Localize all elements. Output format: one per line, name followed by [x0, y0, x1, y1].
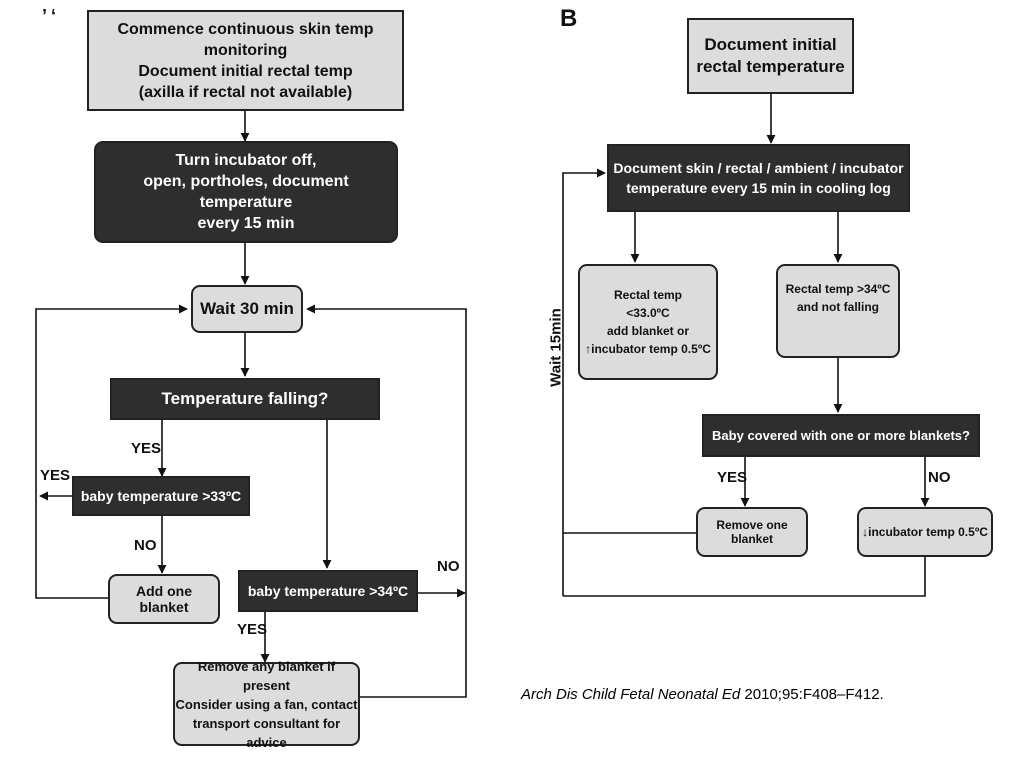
no-label-b: NO [928, 469, 951, 486]
temperature-falling-box: Temperature falling? [110, 378, 380, 420]
baby-temp-34-box: baby temperature >34ºC [238, 570, 418, 612]
baby33-label: baby temperature >33ºC [80, 488, 242, 504]
journal-citation: Arch Dis Child Fetal Neonatal Ed 2010;95… [521, 686, 884, 703]
baby-covered-box: Baby covered with one or more blankets? [702, 414, 980, 457]
panel-b-letter: B [560, 5, 578, 32]
commence-line-2: Document initial rectal temp [138, 62, 353, 80]
wait-30-min-box: Wait 30 min [191, 285, 303, 333]
wait-30-label: Wait 30 min [200, 299, 294, 318]
docinitial-line-1: Document initial [704, 35, 837, 54]
rectal-temp-high-box: Rectal temp >34ºC and not falling [776, 264, 900, 358]
incubator-line-2: open, portholes, document temperature [143, 173, 349, 211]
rectallow-line-1: Rectal temp [613, 288, 683, 302]
falling-label: Temperature falling? [161, 389, 329, 408]
turn-incubator-off-box: Turn incubator off, open, portholes, doc… [94, 141, 398, 243]
docskin-line-2: temperature every 15 min in cooling log [626, 180, 891, 196]
baby-temp-33-box: baby temperature >33ºC [72, 476, 250, 516]
rectallow-line-2: <33.0ºC [626, 306, 670, 320]
yes-label-falling: YES [131, 440, 162, 457]
yes-label-33: YES [40, 467, 71, 484]
panel-a-letter: ’ ‘ [42, 6, 57, 26]
lower-incubator-temp-box: ↓incubator temp 0.5ºC [857, 507, 993, 557]
add-one-blanket-box: Add one blanket [108, 574, 220, 624]
loop-remove-to-wait [306, 304, 467, 698]
commence-line-1: Commence continuous skin temp monitoring [117, 20, 374, 59]
loop-addblanket-to-wait [35, 304, 188, 599]
yes-label-b: YES [717, 469, 748, 486]
rectalhigh-line-1: Rectal temp >34ºC [785, 282, 891, 296]
loop-lowerincubator-to-left [563, 557, 926, 597]
remove-line-3: transport consultant for advice [192, 715, 341, 750]
no-label-34: NO [437, 558, 460, 575]
docskin-line-1: Document skin / rectal / ambient / incub… [613, 160, 904, 176]
commence-line-3: (axilla if rectal not available) [138, 83, 353, 101]
document-skin-rectal-box: Document skin / rectal / ambient / incub… [607, 144, 910, 212]
citation-ref: 2010;95:F408–F412. [740, 686, 884, 703]
loop-left-to-docskin [562, 168, 606, 596]
add-blanket-label: Add one blanket [136, 583, 192, 615]
incubator-line-1: Turn incubator off, [175, 152, 317, 169]
remove-line-1: Remove any blanket if present [197, 658, 336, 693]
rectallow-line-4: ↑incubator temp 0.5ºC [585, 342, 711, 356]
baby34-label: baby temperature >34ºC [247, 583, 409, 599]
yes-label-34: YES [237, 621, 268, 638]
docinitial-line-2: rectal temperature [696, 57, 845, 76]
rectallow-line-3: add blanket or [606, 324, 689, 338]
remove-line-2: Consider using a fan, contact [175, 696, 358, 712]
no-label-33: NO [134, 537, 157, 554]
remove-one-label: Remove one blanket [716, 518, 788, 546]
lower-incubator-label: ↓incubator temp 0.5ºC [862, 525, 988, 539]
commence-monitoring-box: Commence continuous skin temp monitoring… [87, 10, 404, 111]
remove-one-blanket-box: Remove one blanket [696, 507, 808, 557]
covered-label: Baby covered with one or more blankets? [712, 428, 970, 443]
document-initial-rectal-box: Document initial rectal temperature [687, 18, 854, 94]
remove-blanket-advice-box: Remove any blanket if present Consider u… [173, 659, 360, 750]
rectalhigh-line-2: and not falling [797, 300, 879, 314]
wait-15-min-label: Wait 15min [547, 308, 565, 387]
incubator-line-3: every 15 min [197, 215, 295, 232]
rectal-temp-low-box: Rectal temp <33.0ºC add blanket or ↑incu… [578, 264, 718, 380]
citation-journal: Arch Dis Child Fetal Neonatal Ed [521, 686, 741, 703]
